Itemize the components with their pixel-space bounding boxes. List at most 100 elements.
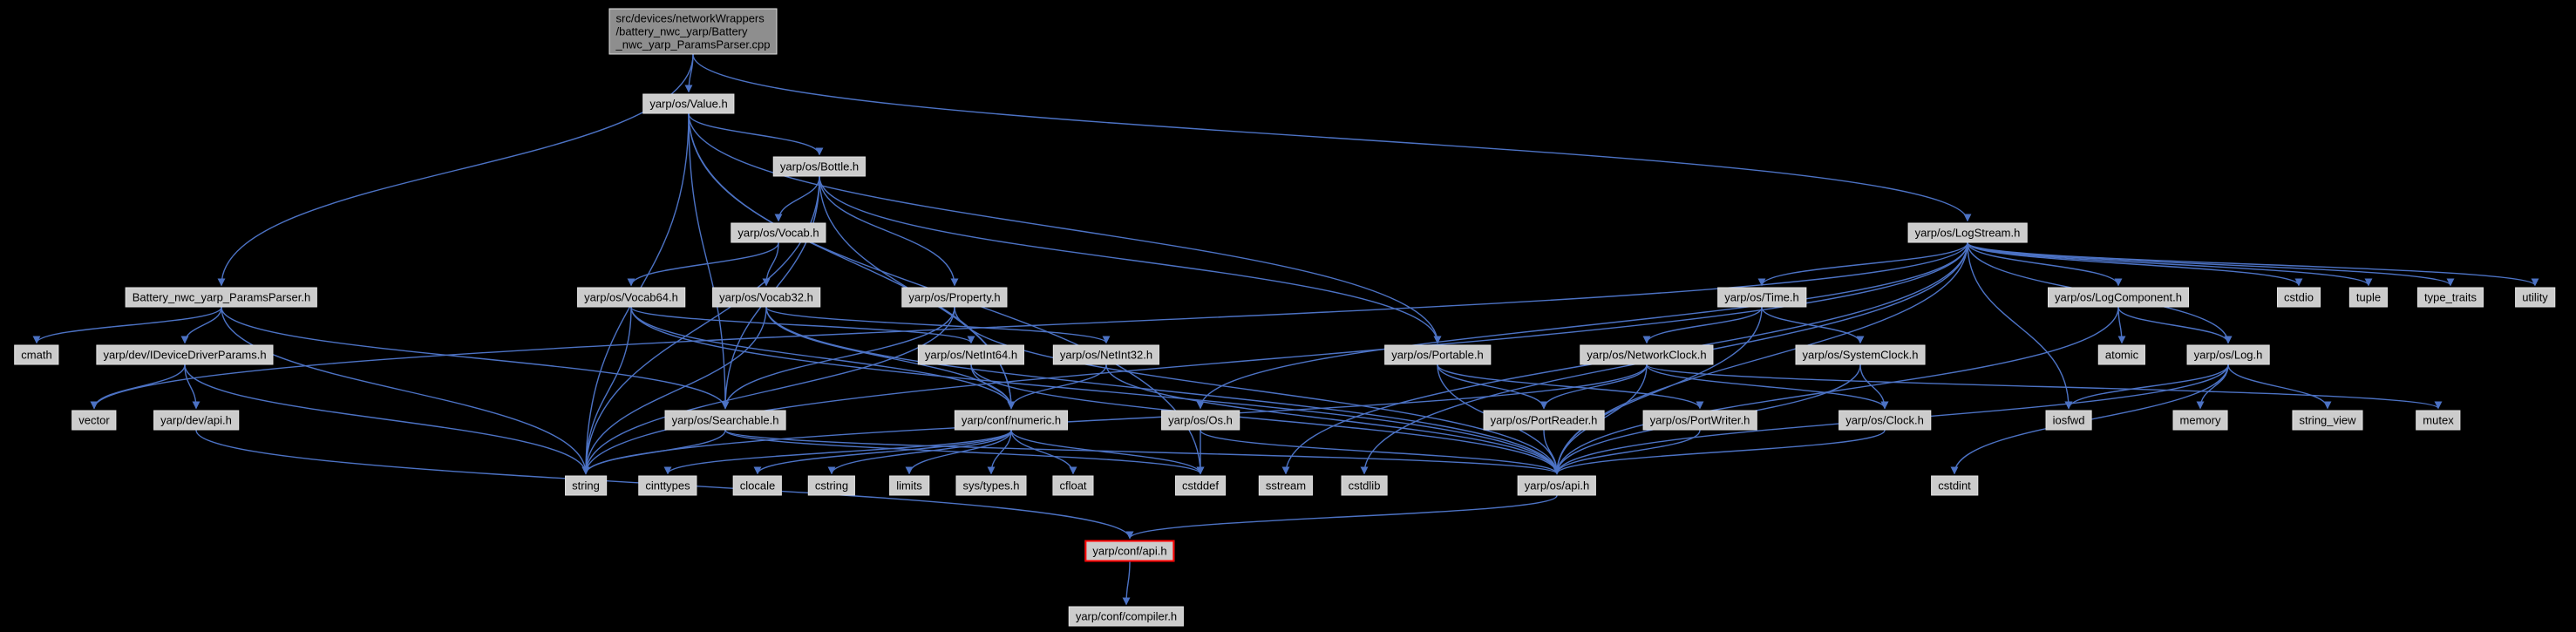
graph-node-searchable_h[interactable]: yarp/os/Searchable.h <box>664 410 786 431</box>
graph-node-sstream[interactable]: sstream <box>1258 475 1314 496</box>
include-edge-logcomponent_h-to-atomic <box>2117 307 2126 344</box>
include-edge-numeric_h-to-clocale <box>753 430 1012 475</box>
graph-node-cinttypes[interactable]: cinttypes <box>638 475 697 496</box>
include-edge-property_h-to-string <box>581 307 955 475</box>
graph-node-cstdlib[interactable]: cstdlib <box>1341 475 1388 496</box>
graph-node-clock_h[interactable]: yarp/os/Clock.h <box>1839 410 1931 431</box>
graph-node-vector[interactable]: vector <box>71 410 117 431</box>
include-edge-networkclock_h-to-clock_h <box>1646 364 1889 410</box>
graph-node-string[interactable]: string <box>565 475 607 496</box>
graph-node-os_api_h[interactable]: yarp/os/api.h <box>1517 475 1597 496</box>
include-edge-log_h-to-string_view <box>2227 364 2332 410</box>
include-edge-clock_h-to-os_api_h <box>1553 430 1886 475</box>
graph-node-paramsparser_h[interactable]: Battery_nwc_yarp_ParamsParser.h <box>125 287 318 308</box>
graph-node-cpp[interactable]: src/devices/networkWrappers /battery_nwc… <box>608 8 778 55</box>
include-edge-logstream_h-to-iosfwd <box>1967 242 2073 410</box>
include-edge-logstream_h-to-logcomponent_h <box>1967 242 2123 287</box>
graph-node-cstring[interactable]: cstring <box>807 475 856 496</box>
graph-node-cmath[interactable]: cmath <box>14 344 59 365</box>
graph-node-property_h[interactable]: yarp/os/Property.h <box>901 287 1008 308</box>
graph-node-numeric_h[interactable]: yarp/conf/numeric.h <box>954 410 1069 431</box>
graph-node-string_view[interactable]: string_view <box>2292 410 2363 431</box>
include-edge-paramsparser_h-to-searchable_h <box>221 307 730 410</box>
include-edge-vocab64_h-to-string <box>581 307 632 475</box>
include-edge-vocab32_h-to-string <box>581 307 767 475</box>
include-edge-logstream_h-to-cstdio <box>1967 242 2303 287</box>
include-edge-vocab_h-to-vocab64_h <box>627 242 779 287</box>
graph-node-clocale[interactable]: clocale <box>732 475 783 496</box>
include-edge-portwriter_h-to-os_api_h <box>1553 430 1701 475</box>
include-edge-vocab32_h-to-os_api_h <box>765 307 1561 475</box>
graph-node-cstdio[interactable]: cstdio <box>2277 287 2321 308</box>
graph-node-portable_h[interactable]: yarp/os/Portable.h <box>1384 344 1491 365</box>
include-edge-numeric_h-to-cstddef <box>1010 430 1205 475</box>
include-edge-logcomponent_h-to-os_api_h <box>1553 307 2119 475</box>
include-edge-vocab32_h-to-netint32_h <box>765 306 1111 344</box>
include-edge-log_h-to-iosfwd <box>2064 364 2229 410</box>
include-edge-bottle_h-to-vocab_h <box>774 176 820 222</box>
include-edge-value_h-to-bottle_h <box>688 113 824 156</box>
graph-node-vocab64_h[interactable]: yarp/os/Vocab64.h <box>577 287 685 308</box>
graph-node-compiler_h[interactable]: yarp/conf/compiler.h <box>1068 606 1185 627</box>
include-edge-logcomponent_h-to-log_h <box>2117 307 2233 344</box>
include-edge-paramsparser_h-to-idevicedriverparams_h <box>180 307 222 344</box>
graph-node-conf_api_h[interactable]: yarp/conf/api.h <box>1084 540 1175 562</box>
graph-node-utility[interactable]: utility <box>2515 287 2555 308</box>
graph-node-limits[interactable]: limits <box>889 475 929 496</box>
graph-node-cfloat[interactable]: cfloat <box>1052 475 1094 496</box>
graph-node-vocab_h[interactable]: yarp/os/Vocab.h <box>731 222 826 243</box>
include-edge-cpp-to-paramsparser_h <box>217 54 694 287</box>
graph-node-tuple[interactable]: tuple <box>2348 287 2389 308</box>
graph-node-time_h[interactable]: yarp/os/Time.h <box>1717 287 1806 308</box>
include-edge-conf_api_h-to-compiler_h <box>1122 561 1131 606</box>
graph-node-cstdint[interactable]: cstdint <box>1931 475 1978 496</box>
graph-node-os_h[interactable]: yarp/os/Os.h <box>1161 410 1240 431</box>
include-edge-netint64_h-to-os_api_h <box>970 364 1561 475</box>
include-edge-os_h-to-os_api_h <box>1200 430 1561 475</box>
graph-node-dev_api_h[interactable]: yarp/dev/api.h <box>153 410 239 431</box>
include-edge-bottle_h-to-property_h <box>819 176 959 287</box>
graph-node-netint32_h[interactable]: yarp/os/NetInt32.h <box>1052 344 1160 365</box>
graph-node-memory[interactable]: memory <box>2172 410 2228 431</box>
include-edge-logstream_h-to-time_h <box>1757 242 1968 287</box>
graph-node-logcomponent_h[interactable]: yarp/os/LogComponent.h <box>2048 287 2189 308</box>
include-edge-idevicedriverparams_h-to-dev_api_h <box>184 364 201 410</box>
graph-node-logstream_h[interactable]: yarp/os/LogStream.h <box>1907 222 2028 243</box>
include-edge-logstream_h-to-utility <box>1967 241 2539 287</box>
graph-node-idevicedriverparams_h[interactable]: yarp/dev/IDeviceDriverParams.h <box>96 344 274 365</box>
include-edge-os_api_h-to-conf_api_h <box>1125 494 1558 540</box>
graph-node-portwriter_h[interactable]: yarp/os/PortWriter.h <box>1642 410 1757 431</box>
graph-node-bottle_h[interactable]: yarp/os/Bottle.h <box>772 156 867 177</box>
include-edge-logstream_h-to-type_traits <box>1967 241 2455 287</box>
include-edge-searchable_h-to-os_api_h <box>724 429 1561 475</box>
graph-node-sys_types_h[interactable]: sys/types.h <box>955 475 1027 496</box>
graph-node-type_traits[interactable]: type_traits <box>2417 287 2484 308</box>
include-edge-netint64_h-to-numeric_h <box>970 364 1016 410</box>
graph-node-mutex[interactable]: mutex <box>2416 410 2461 431</box>
include-edge-property_h-to-os_api_h <box>954 307 1561 475</box>
graph-node-systemclock_h[interactable]: yarp/os/SystemClock.h <box>1795 344 1926 365</box>
include-edge-cpp-to-logstream_h <box>692 54 1972 222</box>
graph-node-atomic[interactable]: atomic <box>2097 344 2146 365</box>
include-edge-logstream_h-to-os_h <box>1196 242 1968 410</box>
include-edge-numeric_h-to-cfloat <box>1010 430 1077 475</box>
include-edge-idevicedriverparams_h-to-string <box>184 364 590 475</box>
graph-node-networkclock_h[interactable]: yarp/os/NetworkClock.h <box>1580 344 1714 365</box>
include-edge-portable_h-to-portwriter_h <box>1437 364 1704 410</box>
include-edge-numeric_h-to-cinttypes <box>663 430 1012 475</box>
graph-node-value_h[interactable]: yarp/os/Value.h <box>642 93 735 114</box>
graph-node-cstddef[interactable]: cstddef <box>1175 475 1226 496</box>
include-edge-cpp-to-value_h <box>684 54 694 93</box>
include-edge-logstream_h-to-tuple <box>1967 241 2373 287</box>
graph-node-log_h[interactable]: yarp/os/Log.h <box>2186 344 2270 365</box>
include-edge-paramsparser_h-to-cmath <box>32 307 222 344</box>
include-edge-value_h-to-searchable_h <box>688 113 730 410</box>
graph-node-iosfwd[interactable]: iosfwd <box>2045 410 2092 431</box>
include-edge-networkclock_h-to-mutex <box>1646 364 2443 410</box>
graph-node-portreader_h[interactable]: yarp/os/PortReader.h <box>1483 410 1605 431</box>
include-edge-networkclock_h-to-string <box>581 364 1648 475</box>
include-edge-numeric_h-to-sys_types_h <box>987 430 1012 475</box>
graph-node-netint64_h[interactable]: yarp/os/NetInt64.h <box>917 344 1025 365</box>
graph-node-vocab32_h[interactable]: yarp/os/Vocab32.h <box>712 287 820 308</box>
